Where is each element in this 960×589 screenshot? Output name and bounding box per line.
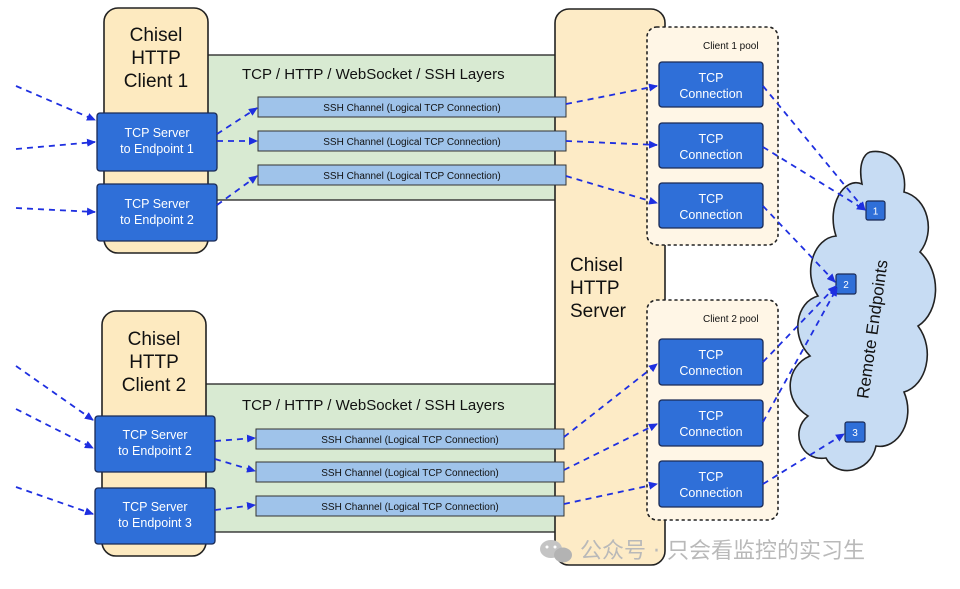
client-1-title-line: Chisel (130, 25, 183, 46)
channel-to-connection-arrow (565, 83, 658, 105)
tcp-connection-label: TCP (699, 71, 724, 85)
tcp-connection-label: TCP (699, 132, 724, 146)
server-title-line: Chisel (570, 255, 623, 276)
tcp-connection[interactable]: TCP Connection (658, 122, 764, 169)
wechat-icon (540, 540, 572, 563)
incoming-arrow (15, 207, 96, 216)
client-2-title-line: HTTP (129, 352, 179, 373)
tcp-server-label: to Endpoint 2 (120, 213, 194, 227)
endpoint-number: 3 (852, 428, 858, 439)
connection-to-endpoint-arrow (762, 146, 866, 211)
channel-to-connection-arrow (565, 140, 658, 149)
incoming-arrow (15, 486, 94, 516)
incoming-arrow (15, 408, 94, 449)
server-to-channel-arrow (214, 434, 256, 443)
client-2-pool: Client 2 pool TCP Connection TCP Connect… (646, 299, 779, 521)
client-2-title-line: Chisel (128, 329, 181, 350)
tcp-server-label: to Endpoint 2 (118, 444, 192, 458)
ssh-channel-label: SSH Channel (Logical TCP Connection) (323, 137, 501, 148)
ssh-channel[interactable]: SSH Channel (Logical TCP Connection) (255, 495, 565, 517)
tcp-connection[interactable]: TCP Connection (658, 182, 764, 229)
client-1-group: Chisel HTTP Client 1 TCP / HTTP / WebSoc… (96, 7, 558, 254)
watermark: 公众号 · 只会看监控的实习生 (540, 539, 865, 564)
tcp-connection[interactable]: TCP Connection (658, 338, 764, 386)
connection-arrows (15, 83, 866, 516)
ssh-channel[interactable]: SSH Channel (Logical TCP Connection) (257, 164, 567, 186)
ssh-channel-label: SSH Channel (Logical TCP Connection) (323, 171, 501, 182)
pool-label: Client 1 pool (703, 41, 759, 52)
cloud-shape (789, 150, 937, 472)
endpoint-number: 2 (843, 280, 849, 291)
incoming-arrow (15, 365, 94, 421)
pool-label: Client 2 pool (703, 314, 759, 325)
ssh-channel-label: SSH Channel (Logical TCP Connection) (321, 435, 499, 446)
client-1-title-line: Client 1 (124, 71, 188, 92)
client-1-title-line: HTTP (131, 48, 181, 69)
tcp-connection-label: TCP (699, 409, 724, 423)
client-1-pool: Client 1 pool TCP Connection TCP Connect… (646, 26, 779, 246)
client-2-layer-label: TCP / HTTP / WebSocket / SSH Layers (242, 397, 505, 414)
server-title-line: Server (570, 301, 627, 322)
client-2-tcp-server-1[interactable]: TCP Server to Endpoint 2 (94, 415, 216, 473)
endpoint-number: 1 (873, 207, 879, 218)
tcp-server-label: to Endpoint 1 (120, 142, 194, 156)
tcp-connection-label: Connection (679, 87, 742, 101)
tcp-connection-label: TCP (699, 470, 724, 484)
client-2-title-line: Client 2 (122, 375, 186, 396)
ssh-channel-label: SSH Channel (Logical TCP Connection) (321, 468, 499, 479)
ssh-channel[interactable]: SSH Channel (Logical TCP Connection) (257, 96, 567, 118)
tcp-connection[interactable]: TCP Connection (658, 460, 764, 508)
tcp-server-label: TCP Server (122, 428, 187, 442)
tcp-connection-label: TCP (699, 348, 724, 362)
connection-to-endpoint-arrow (762, 287, 838, 423)
server-group: Chisel HTTP Server (554, 8, 666, 566)
server-to-channel-arrow (214, 458, 256, 473)
incoming-arrow (15, 85, 96, 121)
server-title-line: HTTP (570, 278, 620, 299)
remote-endpoints-cloud: Remote Endpoints 1 2 3 (789, 150, 937, 472)
tcp-connection-label: Connection (679, 486, 742, 500)
watermark-text: 公众号 · 只会看监控的实习生 (580, 539, 865, 564)
remote-endpoint-3[interactable]: 3 (844, 421, 866, 443)
server-to-channel-arrow (214, 502, 256, 511)
tcp-connection[interactable]: TCP Connection (658, 399, 764, 447)
remote-endpoint-1[interactable]: 1 (865, 200, 886, 221)
client-1-layer-label: TCP / HTTP / WebSocket / SSH Layers (242, 66, 505, 83)
incoming-arrow (15, 138, 96, 150)
tcp-server-label: TCP Server (124, 126, 189, 140)
client-2-channels: SSH Channel (Logical TCP Connection) SSH… (255, 428, 565, 517)
tcp-server-label: TCP Server (122, 500, 187, 514)
client-1-channels: SSH Channel (Logical TCP Connection) SSH… (257, 96, 567, 186)
tcp-connection-label: Connection (679, 208, 742, 222)
tcp-server-label: TCP Server (124, 197, 189, 211)
tcp-connection[interactable]: TCP Connection (658, 61, 764, 108)
client-2-tcp-server-2[interactable]: TCP Server to Endpoint 3 (94, 487, 216, 545)
ssh-channel-label: SSH Channel (Logical TCP Connection) (323, 103, 501, 114)
tcp-connection-label: Connection (679, 364, 742, 378)
ssh-channel[interactable]: SSH Channel (Logical TCP Connection) (255, 461, 565, 483)
client-1-tcp-server-1[interactable]: TCP Server to Endpoint 1 (96, 112, 218, 172)
ssh-channel-label: SSH Channel (Logical TCP Connection) (321, 502, 499, 513)
connection-to-endpoint-arrow (762, 85, 866, 211)
tcp-server-label: to Endpoint 3 (118, 516, 192, 530)
channel-to-connection-arrow (563, 363, 658, 438)
server-to-channel-arrow (216, 107, 258, 135)
client-1-tcp-server-2[interactable]: TCP Server to Endpoint 2 (96, 183, 218, 242)
remote-endpoint-2[interactable]: 2 (835, 273, 857, 295)
tcp-connection-label: Connection (679, 425, 742, 439)
channel-to-connection-arrow (563, 481, 658, 505)
server-to-channel-arrow (216, 175, 258, 206)
connection-to-endpoint-arrow (762, 433, 845, 485)
tcp-connection-label: Connection (679, 148, 742, 162)
ssh-channel[interactable]: SSH Channel (Logical TCP Connection) (255, 428, 565, 450)
channel-to-connection-arrow (565, 175, 658, 205)
tcp-connection-label: TCP (699, 192, 724, 206)
ssh-channel[interactable]: SSH Channel (Logical TCP Connection) (257, 130, 567, 152)
server-box (554, 8, 666, 566)
